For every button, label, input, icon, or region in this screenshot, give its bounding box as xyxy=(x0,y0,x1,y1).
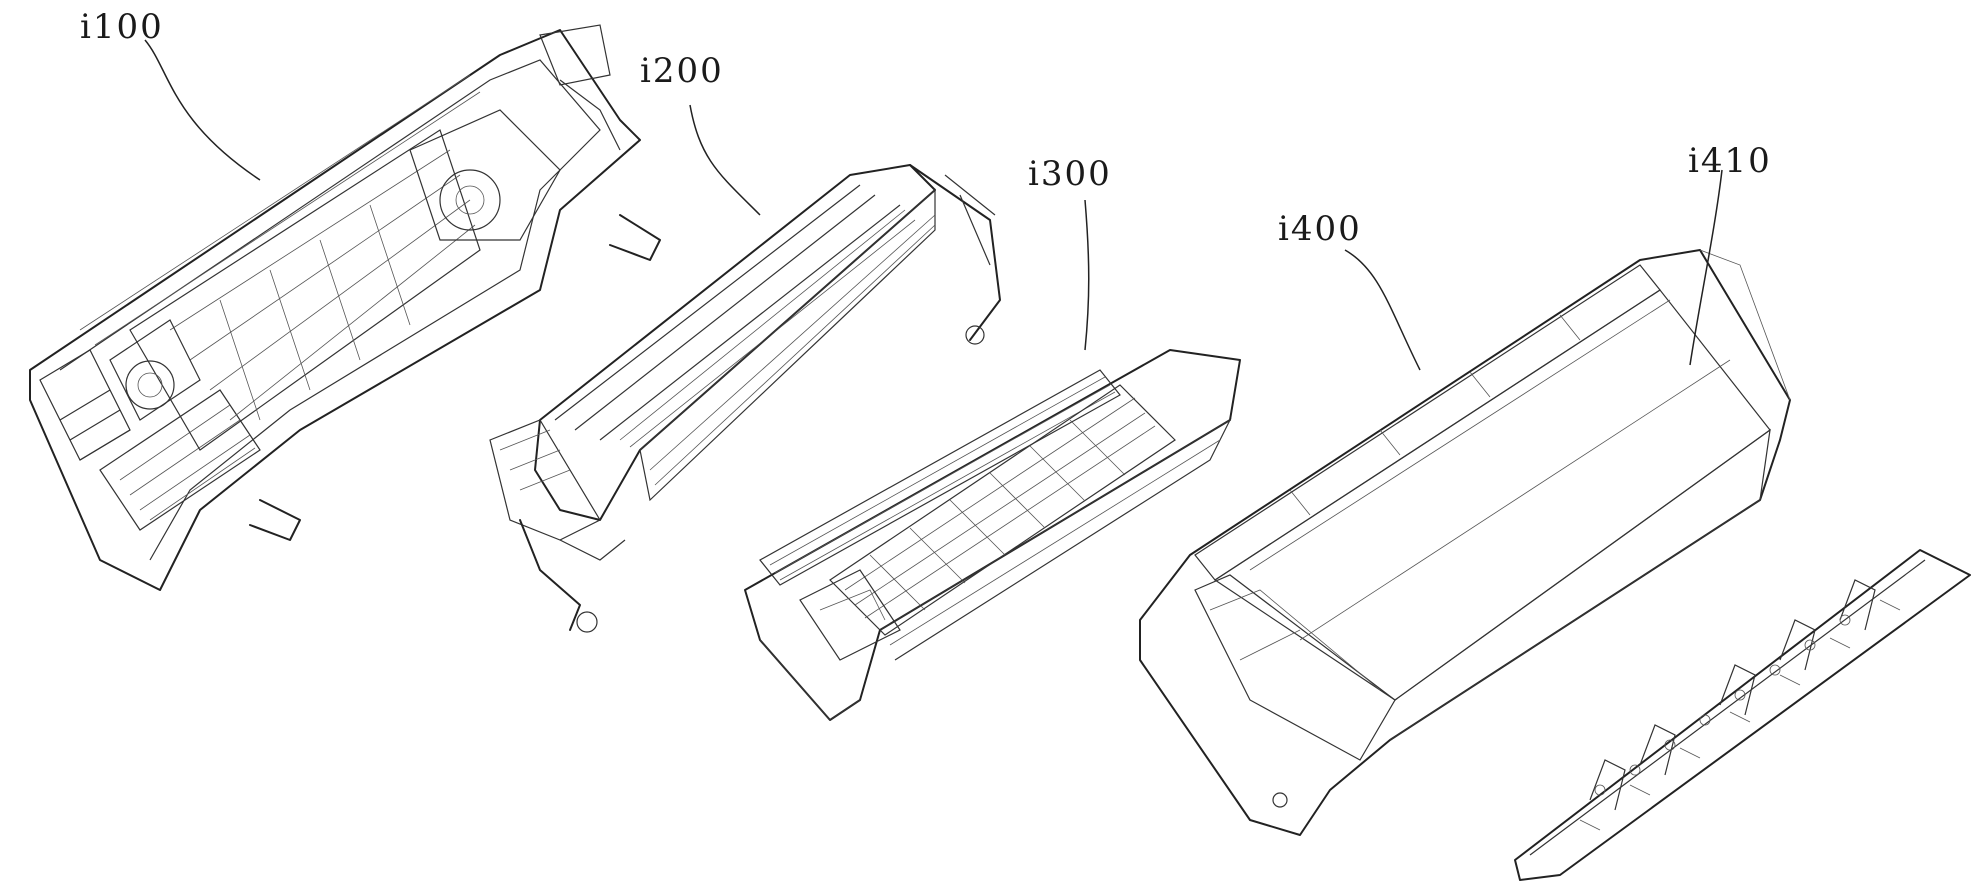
component-i200-evaporator xyxy=(489,164,1001,633)
leader-i410 xyxy=(1689,169,1723,366)
label-i100: i100 xyxy=(80,7,164,47)
component-i100-chassis xyxy=(29,24,661,591)
label-i400: i400 xyxy=(1278,209,1362,249)
leader-lines xyxy=(144,39,1723,371)
label-i300: i300 xyxy=(1028,154,1112,194)
label-i410: i410 xyxy=(1688,141,1772,181)
leader-i300 xyxy=(1084,199,1090,351)
leader-i100 xyxy=(144,39,261,181)
component-i400-front-panel xyxy=(1139,249,1791,836)
component-i300-crossflow-fan xyxy=(744,349,1241,721)
component-louvre-bar xyxy=(1514,549,1971,881)
leader-i400 xyxy=(1344,249,1421,371)
leader-i200 xyxy=(689,104,761,216)
label-i200: i200 xyxy=(640,51,724,91)
